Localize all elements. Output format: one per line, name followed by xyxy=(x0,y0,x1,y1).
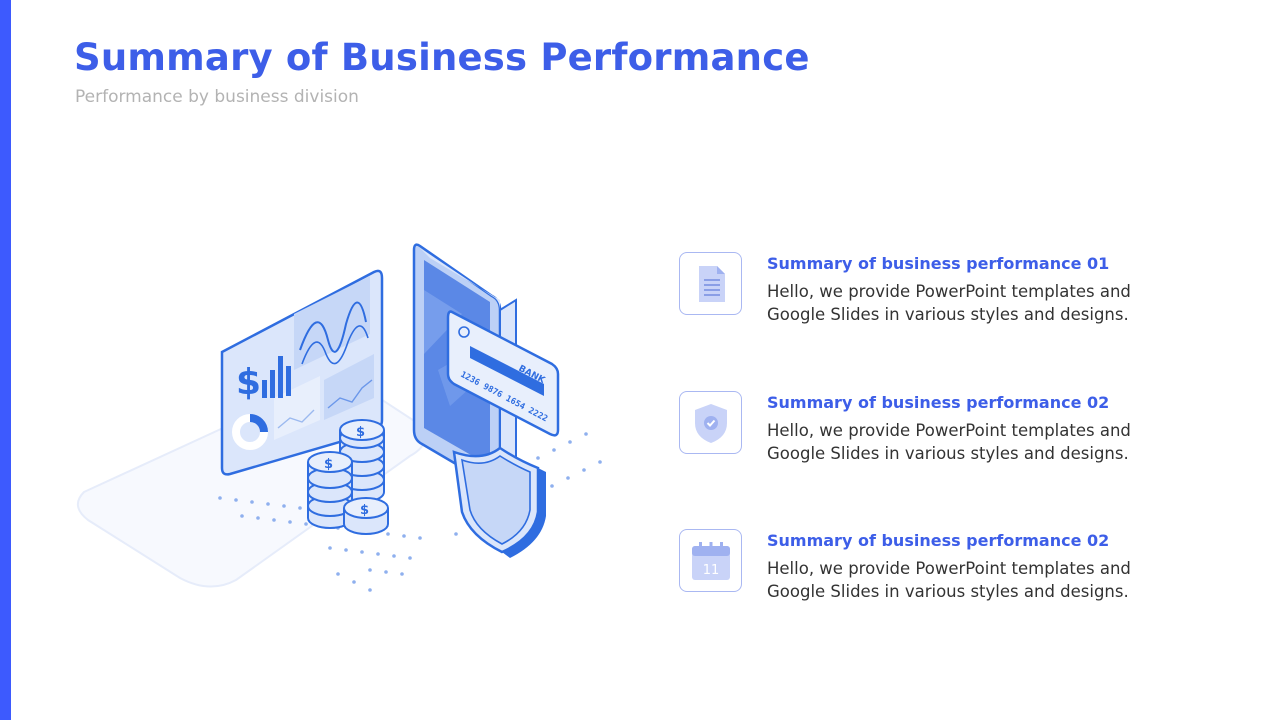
svg-text:$: $ xyxy=(324,457,333,472)
coin-stacks: $ $ $ xyxy=(307,419,389,535)
icon-box xyxy=(679,391,742,454)
item-text: Hello, we provide PowerPoint templates a… xyxy=(767,421,1131,463)
dashboard-panel: $ xyxy=(220,269,384,476)
icon-box: 11 xyxy=(679,529,742,592)
icon-box xyxy=(679,252,742,315)
page-title: Summary of Business Performance xyxy=(74,36,810,79)
svg-text:$: $ xyxy=(360,503,369,518)
calendar-day-label: 11 xyxy=(702,563,719,578)
accent-bar xyxy=(0,0,11,720)
document-icon xyxy=(698,265,725,302)
item-title: Summary of business performance 01 xyxy=(767,254,1110,273)
calendar-icon: 11 xyxy=(691,541,730,580)
shield xyxy=(452,446,546,558)
item-title: Summary of business performance 02 xyxy=(767,393,1110,412)
svg-text:$: $ xyxy=(356,425,365,440)
item-text: Hello, we provide PowerPoint templates a… xyxy=(767,282,1131,324)
summary-item-1: Summary of business performance 01 Hello… xyxy=(679,252,1239,332)
summary-item-3: 11 Summary of business performance 02 He… xyxy=(679,529,1239,609)
item-title: Summary of business performance 02 xyxy=(767,531,1110,550)
summary-item-2: Summary of business performance 02 Hello… xyxy=(679,391,1239,471)
item-text: Hello, we provide PowerPoint templates a… xyxy=(767,559,1131,601)
phone xyxy=(412,243,517,487)
page-subtitle: Performance by business division xyxy=(75,87,359,107)
finance-security-illustration: $ BANK 1236 9876 1654 2222 xyxy=(77,243,602,592)
svg-text:$: $ xyxy=(236,362,261,403)
shield-check-icon xyxy=(694,403,727,443)
